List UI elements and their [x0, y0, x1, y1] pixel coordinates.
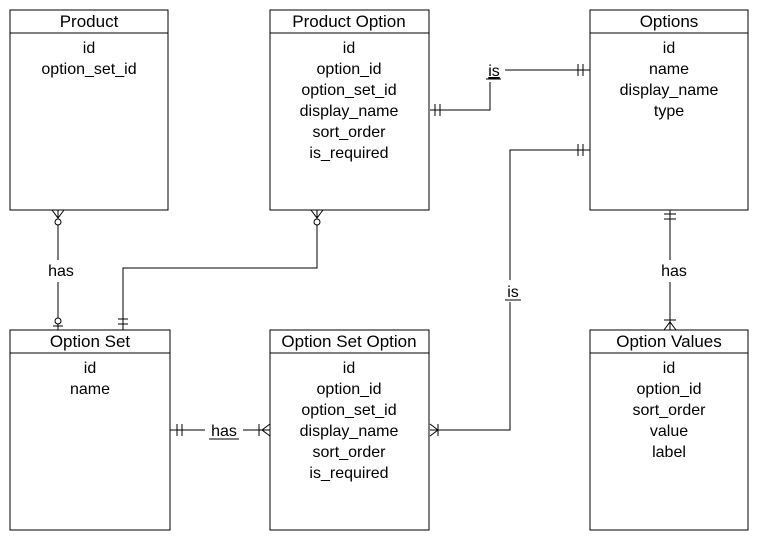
attribute: label — [652, 444, 686, 461]
attribute: id — [343, 360, 355, 377]
rel-label-is: is — [507, 284, 519, 301]
entity-title: Option Values — [616, 332, 722, 351]
attribute: id — [84, 360, 96, 377]
rel-options-optionvalues: has — [661, 210, 687, 331]
rel-label-is: is — [488, 63, 500, 80]
entity-title: Product Option — [292, 12, 405, 31]
attribute: name — [70, 381, 110, 398]
attribute: id — [663, 360, 675, 377]
attribute: id — [343, 40, 355, 57]
attribute: id — [83, 40, 95, 57]
attribute: type — [654, 103, 684, 120]
attribute: name — [649, 61, 689, 78]
attribute: is_required — [309, 465, 388, 482]
rel-productoption-options: is — [430, 63, 590, 116]
entity-title: Options — [640, 12, 699, 31]
attribute: sort_order — [313, 444, 387, 461]
attribute: option_id — [317, 381, 382, 398]
rel-optionset-optionsetoption: has — [170, 423, 271, 440]
entity-product-option: Product Option id option_id option_set_i… — [269, 9, 430, 211]
rel-productoption-optionset — [118, 209, 324, 330]
attribute: display_name — [300, 103, 399, 120]
entity-option-values: Option Values id option_id sort_order va… — [589, 329, 749, 531]
attribute: option_id — [317, 61, 382, 78]
attribute: is_required — [309, 145, 388, 162]
entity-option-set: Option Set id name — [9, 329, 171, 531]
entity-title: Product — [60, 12, 119, 31]
attribute: option_set_id — [301, 82, 396, 99]
entity-title: Option Set Option — [281, 332, 416, 351]
rel-optionsetoption-options: is — [429, 144, 590, 437]
attribute: option_set_id — [41, 61, 136, 78]
rel-product-optionset: has — [48, 209, 74, 330]
entity-title: Option Set — [50, 332, 131, 351]
attribute: value — [650, 423, 688, 440]
entity-product: Product id option_set_id — [9, 9, 169, 211]
rel-label-has: has — [211, 423, 237, 440]
entity-options: Options id name display_name type — [589, 9, 749, 211]
rel-label-has: has — [48, 263, 74, 280]
rel-label-has: has — [661, 263, 687, 280]
attribute: option_set_id — [301, 402, 396, 419]
attribute: sort_order — [633, 402, 707, 419]
attribute: display_name — [300, 423, 399, 440]
attribute: sort_order — [313, 124, 387, 141]
attribute: id — [663, 40, 675, 57]
attribute: option_id — [637, 381, 702, 398]
attribute: display_name — [620, 82, 719, 99]
entity-option-set-option: Option Set Option id option_id option_se… — [269, 329, 430, 531]
